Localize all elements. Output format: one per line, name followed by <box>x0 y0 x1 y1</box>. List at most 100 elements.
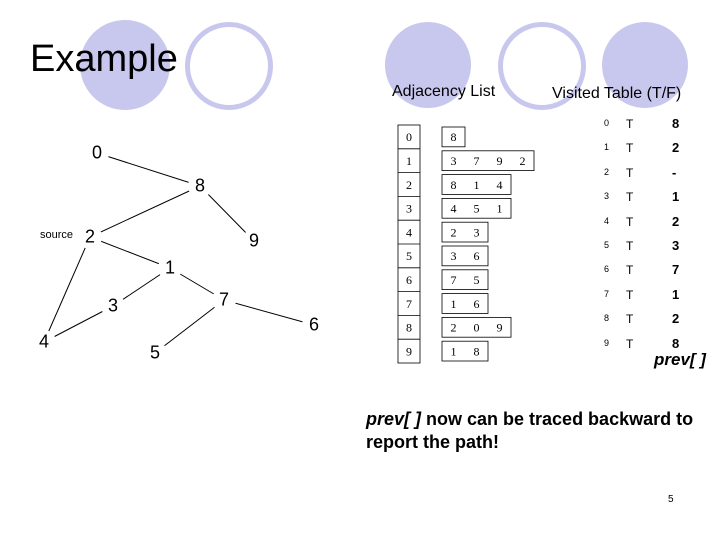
adjacency-list-box-4 <box>441 221 489 243</box>
visited-prev-9: 8 <box>672 335 680 351</box>
visited-vertex-6: 6 <box>604 264 610 275</box>
adjacency-list-heading: Adjacency List <box>392 83 496 100</box>
adjacency-list-box-9 <box>441 340 489 362</box>
graph-node-3: 3 <box>107 295 119 316</box>
adjacency-vertex-2: 2 <box>406 178 412 192</box>
adjacency-neighbor-1-1: 7 <box>474 154 480 168</box>
visited-vertex-5: 5 <box>604 240 610 250</box>
graph-node-4: 4 <box>38 331 50 352</box>
visited-flag-8: T <box>626 312 634 327</box>
graph-node-bg-6 <box>302 313 326 337</box>
graph-node-6: 6 <box>308 314 320 335</box>
adjacency-list-box-6 <box>441 269 489 290</box>
adjacency-neighbor-1-0: 3 <box>451 154 457 168</box>
visited-vertex-4: 4 <box>604 215 610 226</box>
graph-edge-3-4 <box>43 305 114 343</box>
graph-node-bg-4 <box>32 330 56 354</box>
adjacency-neighbor-3-0: 4 <box>451 202 457 216</box>
visited-flag-1: T <box>626 141 634 156</box>
adjacency-neighbor-4-1: 3 <box>474 225 480 239</box>
slide-title: Example <box>30 38 178 80</box>
adjacency-neighbor-1-2: 9 <box>497 154 503 168</box>
visited-prev-8: 2 <box>672 311 680 327</box>
decor-ring-1 <box>185 22 273 110</box>
graph-node-8: 8 <box>194 175 206 196</box>
graph-edge-7-5 <box>154 299 225 354</box>
graph-edge-8-2 <box>89 185 201 238</box>
adjacency-vertex-0: 0 <box>406 130 412 144</box>
adjacency-neighbor-8-2: 9 <box>497 321 503 335</box>
graph-edge-2-1 <box>89 236 171 269</box>
graph-node-bg-2 <box>78 225 102 249</box>
source-label: source <box>40 229 74 241</box>
visited-vertex-7: 7 <box>604 288 610 299</box>
adjacency-list-box-3 <box>441 197 512 219</box>
visited-flag-9: T <box>626 336 634 351</box>
visited-vertex-3: 3 <box>604 191 610 202</box>
adjacency-neighbor-2-1: 1 <box>474 178 480 192</box>
adjacency-vertex-3: 3 <box>406 202 412 216</box>
adjacency-neighbor-7-1: 6 <box>474 297 480 311</box>
visited-prev-5: 3 <box>672 238 680 253</box>
decor-circle-2 <box>385 22 471 108</box>
graph-node-bg-3 <box>101 294 125 318</box>
decor-circle-1 <box>80 20 170 110</box>
visited-prev-6: 7 <box>672 262 680 278</box>
adjacency-list-box-5 <box>441 245 489 267</box>
adjacency-neighbor-8-1: 0 <box>474 321 480 335</box>
visited-flag-4: T <box>626 214 634 229</box>
page-number: 5 <box>668 494 674 505</box>
adjacency-neighbor-8-0: 2 <box>451 321 457 335</box>
decor-circle-3 <box>602 22 688 108</box>
visited-row-5: 5 T 3 <box>596 236 716 262</box>
adjacency-neighbor-3-1: 5 <box>474 202 480 216</box>
adjacency-vertex-8: 8 <box>406 321 412 335</box>
adjacency-neighbor-2-2: 4 <box>497 178 503 192</box>
adjacency-vertex-4: 4 <box>406 225 412 239</box>
graph-edge-7-6 <box>223 299 315 326</box>
visited-flag-7: T <box>626 287 634 302</box>
visited-flag-3: T <box>626 190 634 205</box>
visited-flag-0: T <box>626 117 634 131</box>
graph-node-bg-0 <box>85 141 109 165</box>
graph-node-9: 9 <box>248 230 260 251</box>
graph-node-bg-8 <box>188 174 212 198</box>
adjacency-neighbor-4-0: 2 <box>451 225 457 239</box>
visited-prev-7: 1 <box>672 286 680 302</box>
visited-flag-2: T <box>626 165 634 180</box>
visited-prev-0: 8 <box>672 116 680 131</box>
graph-edge-0-8 <box>96 152 201 187</box>
graph-node-bg-5 <box>143 341 167 365</box>
adjacency-vertex-7: 7 <box>406 297 412 311</box>
graph-node-7: 7 <box>218 289 230 310</box>
graph-node-1: 1 <box>164 257 176 278</box>
adjacency-neighbor-1-3: 2 <box>520 154 526 168</box>
graph-node-bg-7 <box>212 288 236 312</box>
visited-prev-2: - <box>672 164 677 180</box>
prev-array-label: prev[ ] <box>654 350 706 369</box>
adjacency-neighbor-5-1: 6 <box>474 249 480 263</box>
adjacency-neighbor-3-2: 1 <box>497 202 503 216</box>
visited-prev-1: 2 <box>672 140 680 156</box>
graph-node-bg-1 <box>158 256 182 280</box>
adjacency-neighbor-7-0: 1 <box>451 297 457 311</box>
visited-flag-5: T <box>626 239 634 253</box>
adjacency-list-box-1 <box>441 150 535 172</box>
adjacency-list-box-2 <box>441 174 512 195</box>
decor-ring-2 <box>498 22 586 110</box>
adjacency-vertex-6: 6 <box>406 273 412 287</box>
visited-table-heading: Visited Table (T/F) <box>552 85 682 102</box>
graph-edge-2-4 <box>43 236 91 343</box>
note-text: prev[ ] now can be traced backward to re… <box>366 408 716 454</box>
adjacency-neighbor-5-0: 3 <box>451 249 457 263</box>
visited-row-7: 7 T 1 <box>596 285 716 311</box>
